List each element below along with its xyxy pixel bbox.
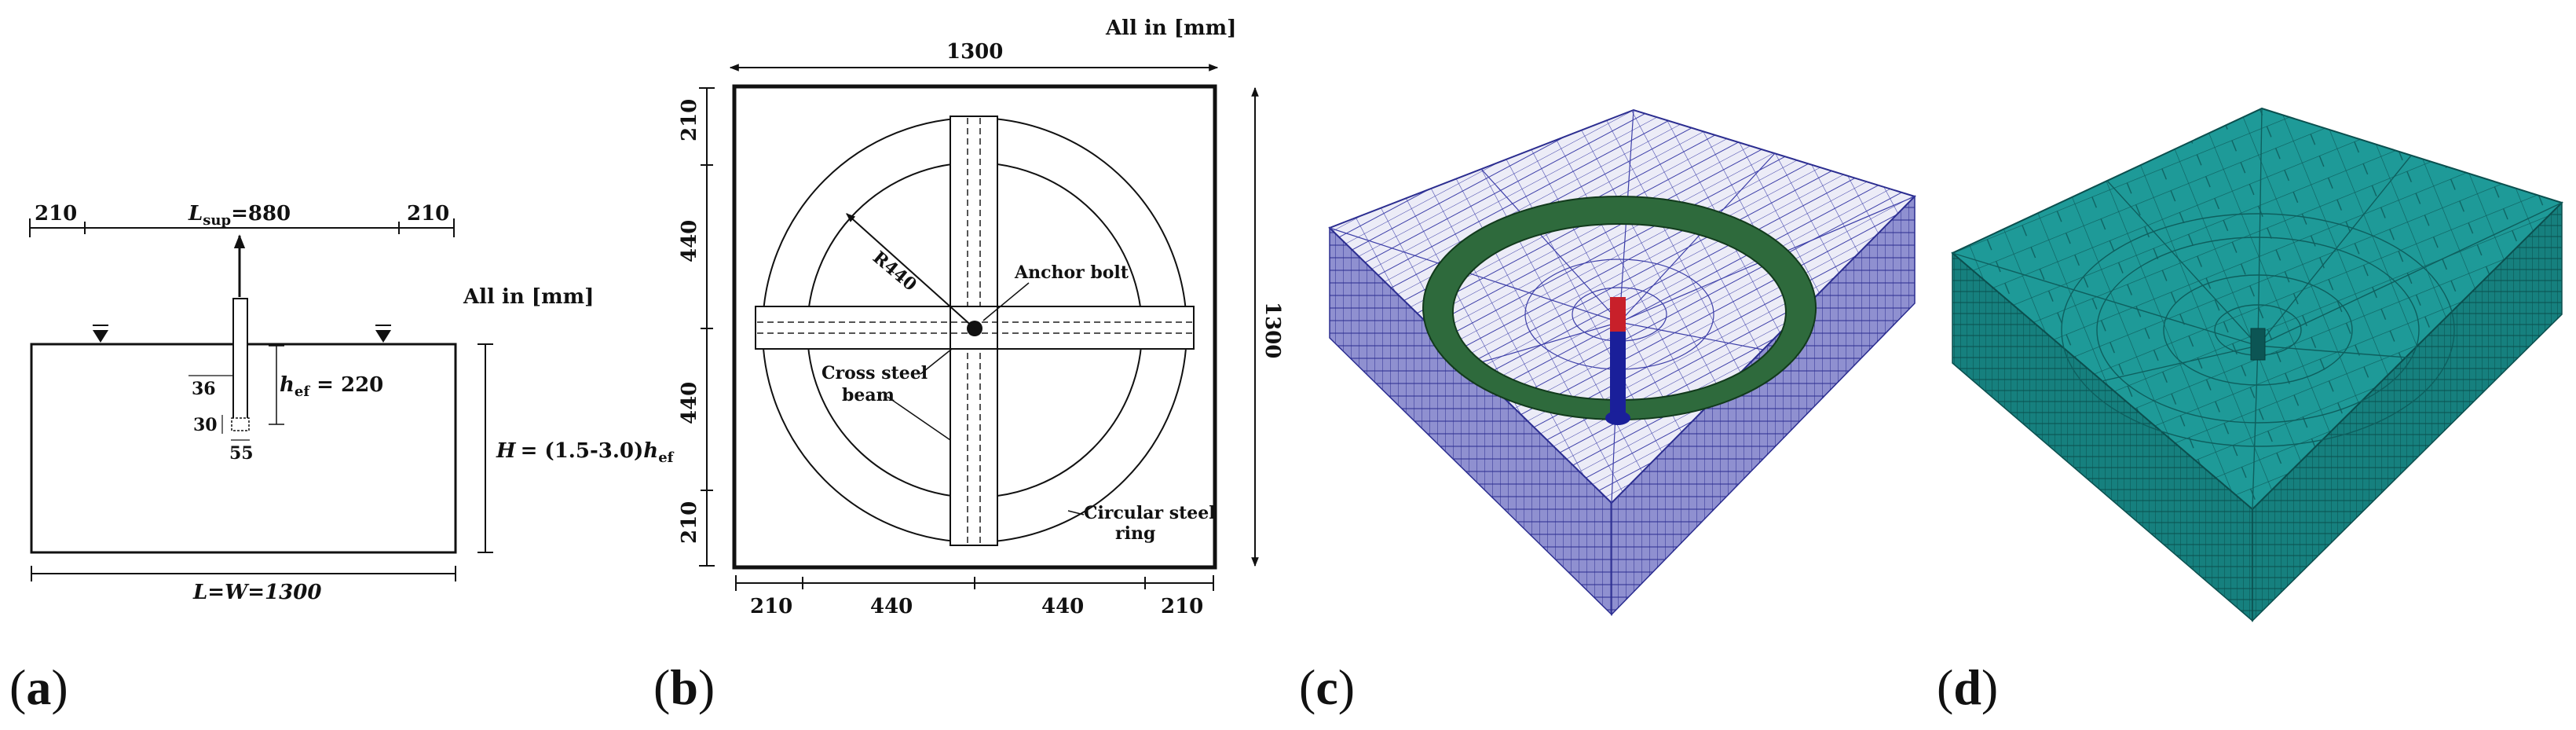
anchor-label: Anchor bolt [1014, 262, 1129, 283]
panel-d: (d) [1937, 107, 2563, 715]
caption-c: (c) [1299, 659, 1355, 715]
length-label: L=W=1300 [192, 581, 321, 604]
dim-right: 1300 [1261, 302, 1284, 358]
dim-left-top: 210 [678, 99, 701, 141]
dim-center: Lsup=880 [188, 202, 291, 229]
radius-line [846, 213, 975, 329]
dim-bot-4: 210 [1161, 595, 1203, 618]
radius-label: R440 [869, 248, 920, 295]
dim-36: 36 [192, 379, 216, 399]
dim-left: 210 [35, 202, 77, 226]
panel-b: All in [mm] 1300 Anchor bolt R440 Cross … [653, 17, 1284, 715]
bolt-lower [1610, 330, 1626, 418]
panel-a: 210 Lsup=880 210 hef = 220 36 30 55 All … [9, 202, 675, 715]
support-right-icon [375, 330, 391, 343]
dim-left-mid2: 440 [678, 382, 701, 424]
dim-55: 55 [229, 443, 254, 464]
caption-a: (a) [9, 659, 68, 715]
bolt-head [1605, 411, 1630, 425]
dim-bot-1: 210 [750, 595, 792, 618]
units-label-a: All in [mm] [463, 285, 594, 309]
caption-b: (b) [653, 659, 715, 715]
teal-bolt [2250, 328, 2266, 361]
plan-outline [732, 84, 1217, 570]
units-label-b: All in [mm] [1105, 17, 1236, 40]
anchor-head [231, 417, 250, 431]
hef-label: hef = 220 [280, 373, 383, 400]
teal-mesh-lines [1952, 108, 2563, 510]
panel-c: (c) [1299, 108, 1916, 715]
dim-top: 1300 [946, 40, 1003, 64]
dim-bot-2: 440 [870, 595, 913, 618]
dim-bot-3: 440 [1041, 595, 1084, 618]
anchor-bolt [232, 298, 248, 427]
dim-30: 30 [193, 415, 218, 435]
height-label: H= (1.5-3.0)hef [496, 439, 675, 466]
dim-left-mid1: 440 [678, 220, 701, 262]
dim-right: 210 [407, 202, 449, 226]
bolt-upper [1610, 297, 1626, 332]
caption-d: (d) [1937, 659, 1998, 715]
support-left-icon [93, 330, 108, 343]
dim-left-bot: 210 [678, 501, 701, 544]
